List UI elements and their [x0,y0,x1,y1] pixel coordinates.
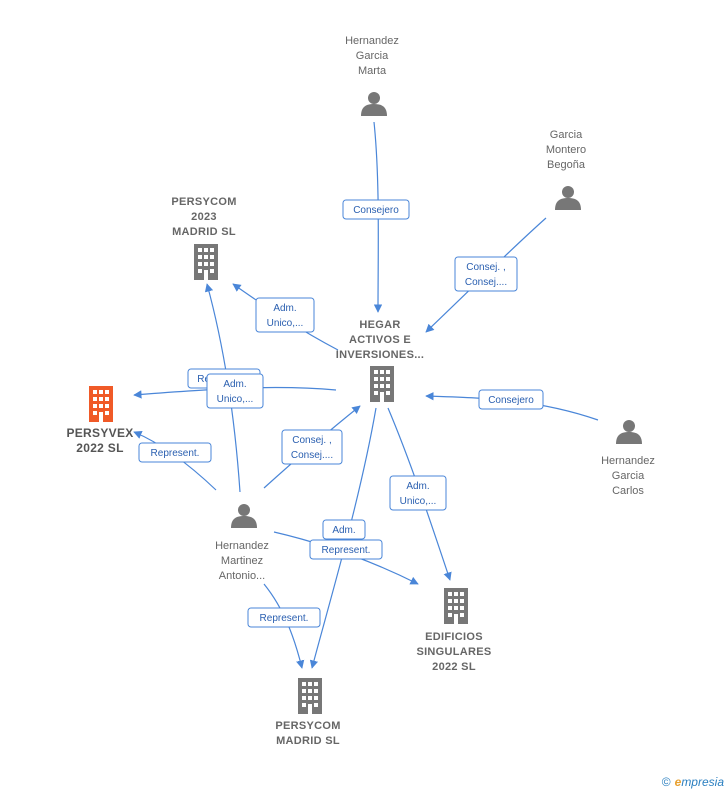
person-icon [616,420,642,444]
node-persycom-madrid[interactable]: PERSYCOM MADRID SL [275,678,340,747]
svg-text:Represent.: Represent. [260,613,309,624]
building-icon [89,386,113,422]
node-label: INVERSIONES... [336,349,425,361]
svg-text:Adm.: Adm. [332,525,355,536]
node-persycom-2023[interactable]: PERSYCOM 2023 MADRID SL [171,196,236,280]
edge-label[interactable]: Adm. Unico,... [255,297,315,333]
building-icon [370,366,394,402]
node-garcia-montero-begona[interactable]: Garcia Montero Begoña [546,129,586,210]
edge-label[interactable]: Consejero [342,199,410,220]
footer-brand: ©empresia [662,775,724,789]
svg-text:Adm.: Adm. [273,303,296,314]
node-label: 2022 SL [76,441,123,455]
svg-text:Unico,...: Unico,... [400,496,437,507]
edge-label[interactable]: Adm. Unico,... [389,475,447,511]
svg-text:Consej....: Consej.... [465,277,507,288]
node-label: Hernandez [345,35,399,47]
svg-text:Unico,...: Unico,... [217,394,254,405]
node-label: Garcia [550,129,583,141]
node-label: Garcia [612,470,645,482]
svg-text:Consej. ,: Consej. , [292,435,331,446]
edge-labels: Consejero Consej. , Consej.... Adm. Unic… [138,199,544,628]
node-label: Marta [358,65,387,77]
node-label: MADRID SL [276,735,340,747]
node-label: 2022 SL [432,661,476,673]
svg-text:Consejero: Consejero [353,205,399,216]
node-label: PERSYVEX [66,426,133,440]
node-label: Martinez [221,555,263,567]
edge-label[interactable]: Adm. Unico,... [206,373,264,409]
node-label: EDIFICIOS [425,631,483,643]
node-hernandez-garcia-carlos[interactable]: Hernandez Garcia Carlos [601,420,655,497]
node-label: Montero [546,144,586,156]
person-icon [555,186,581,210]
node-label: Hernandez [601,455,655,467]
svg-text:Consej....: Consej.... [291,450,333,461]
edge-label[interactable]: Represent. [247,607,321,628]
edge-label[interactable]: Consejero [478,389,544,410]
svg-text:Represent.: Represent. [322,545,371,556]
svg-text:Consejero: Consejero [488,395,534,406]
node-label: Carlos [612,485,644,497]
building-icon [298,678,322,714]
node-hernandez-garcia-marta[interactable]: Hernandez Garcia Marta [345,35,399,116]
person-icon [231,504,257,528]
node-label: PERSYCOM [275,720,340,732]
node-label: Begoña [547,159,586,171]
brand-initial: e [674,775,682,789]
edge-label[interactable]: Consej. , Consej.... [454,256,518,292]
svg-text:Consej. ,: Consej. , [466,262,505,273]
edge-label[interactable]: Represent. [309,539,383,560]
building-icon [444,588,468,624]
node-label: HEGAR [359,319,400,331]
svg-text:Unico,...: Unico,... [267,318,304,329]
node-label: Antonio... [219,570,265,582]
node-label: MADRID SL [172,226,236,238]
node-edificios[interactable]: EDIFICIOS SINGULARES 2022 SL [416,588,491,673]
copyright-icon: © [661,775,671,789]
node-label: 2023 [191,211,217,223]
svg-text:Represent.: Represent. [151,448,200,459]
node-label: PERSYCOM [171,196,236,208]
svg-text:Adm.: Adm. [406,481,429,492]
node-hernandez-martinez[interactable]: Hernandez Martinez Antonio... [215,504,269,582]
node-label: Garcia [356,50,389,62]
edge-label[interactable]: Consej. , Consej.... [281,429,343,465]
node-label: SINGULARES [416,646,491,658]
brand-name: mpresia [681,775,724,789]
person-icon [361,92,387,116]
node-persyvex[interactable]: PERSYVEX 2022 SL [66,386,133,455]
edge-label[interactable]: Represent. [138,442,212,463]
node-label: Hernandez [215,540,269,552]
building-icon [194,244,218,280]
edge-label[interactable]: Adm. [322,519,366,540]
node-hegar[interactable]: HEGAR ACTIVOS E INVERSIONES... [336,319,425,402]
node-label: ACTIVOS E [349,334,411,346]
svg-text:Adm.: Adm. [223,379,246,390]
